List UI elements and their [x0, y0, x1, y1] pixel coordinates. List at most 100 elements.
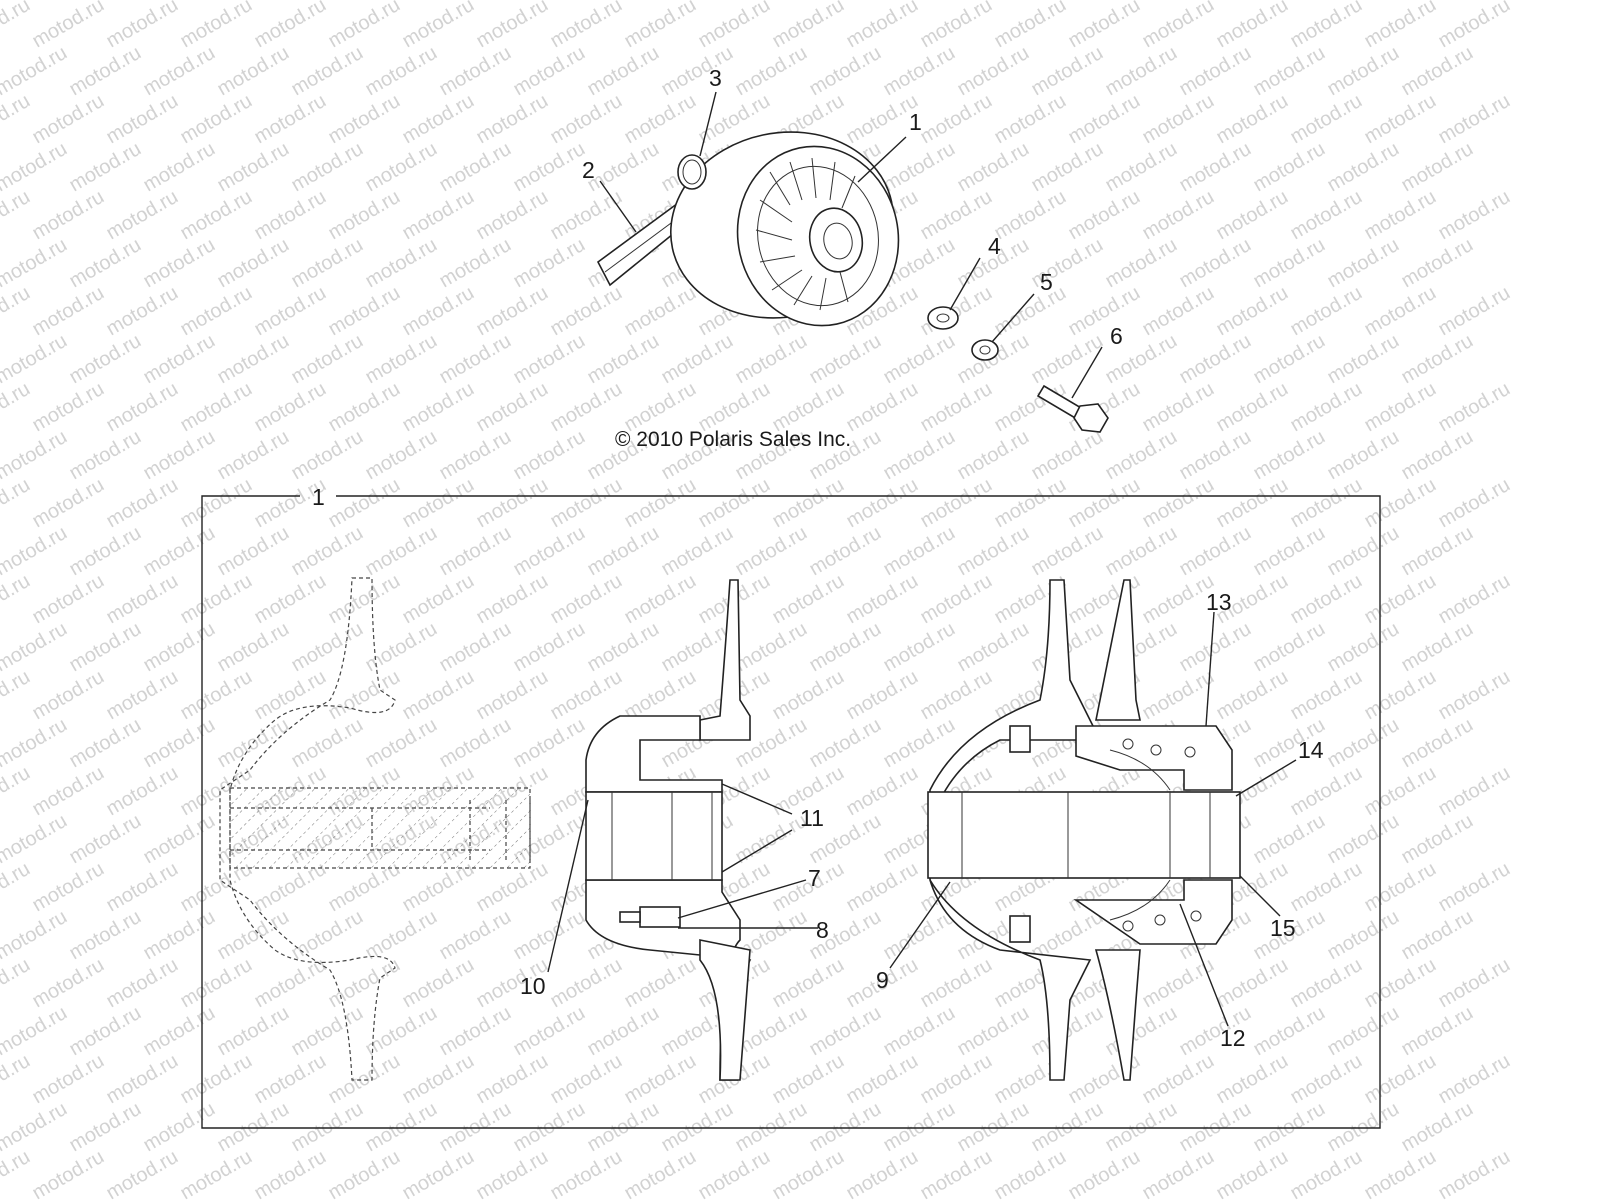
- watermark-text: motod.ru: [177, 378, 256, 437]
- callout-2: 2: [582, 157, 595, 183]
- watermark-text: motod.ru: [436, 1098, 515, 1157]
- watermark-text: motod.ru: [1250, 42, 1329, 101]
- watermark-text: motod.ru: [1435, 90, 1514, 149]
- watermark-text: motod.ru: [288, 138, 367, 197]
- watermark-text: motod.ru: [1361, 570, 1440, 629]
- watermark-text: motod.ru: [1065, 474, 1144, 533]
- watermark-text: motod.ru: [806, 522, 885, 581]
- watermark-text: motod.ru: [1435, 474, 1514, 533]
- watermark-text: motod.ru: [547, 666, 626, 725]
- watermark-text: motod.ru: [769, 1146, 848, 1200]
- watermark-text: motod.ru: [140, 1098, 219, 1157]
- watermark-text: motod.ru: [806, 1002, 885, 1061]
- watermark-text: motod.ru: [806, 1098, 885, 1157]
- watermark-text: motod.ru: [288, 0, 367, 4]
- watermark-text: motod.ru: [1435, 0, 1514, 52]
- watermark-text: motod.ru: [288, 1098, 367, 1157]
- callout-13: 13: [1206, 589, 1232, 615]
- watermark-text: motod.ru: [473, 0, 552, 52]
- watermark-text: motod.ru: [1435, 378, 1514, 437]
- watermark-text: motod.ru: [325, 1050, 404, 1109]
- callout-5: 5: [1040, 269, 1053, 295]
- watermark-text: motod.ru: [362, 1098, 441, 1157]
- watermark-text: motod.ru: [917, 186, 996, 245]
- watermark-text: motod.ru: [917, 90, 996, 149]
- clutch-assembly: 3 2 1 4 5 6: [582, 65, 1123, 433]
- watermark-text: motod.ru: [584, 1098, 663, 1157]
- watermark-text: motod.ru: [1361, 666, 1440, 725]
- watermark-text: motod.ru: [917, 1146, 996, 1200]
- watermark-text: motod.ru: [29, 474, 108, 533]
- watermark-text: motod.ru: [1324, 906, 1403, 965]
- watermark-text: motod.ru: [1361, 378, 1440, 437]
- watermark-text: motod.ru: [140, 0, 219, 4]
- watermark-text: motod.ru: [399, 666, 478, 725]
- watermark-text: motod.ru: [991, 1146, 1070, 1200]
- watermark-text: motod.ru: [399, 1146, 478, 1200]
- watermark-text: motod.ru: [1324, 1098, 1403, 1157]
- watermark-text: motod.ru: [1287, 474, 1366, 533]
- watermark-text: motod.ru: [991, 0, 1070, 52]
- watermark-text: motod.ru: [1176, 0, 1255, 4]
- watermark-text: motod.ru: [0, 42, 71, 101]
- watermark-text: motod.ru: [917, 666, 996, 725]
- watermark-text: motod.ru: [473, 474, 552, 533]
- watermark-text: motod.ru: [695, 0, 774, 52]
- watermark-text: motod.ru: [843, 666, 922, 725]
- watermark-text: motod.ru: [251, 666, 330, 725]
- watermark-text: motod.ru: [621, 1146, 700, 1200]
- watermark-text: motod.ru: [1139, 954, 1218, 1013]
- watermark-text: motod.ru: [880, 1002, 959, 1061]
- leader-lines-middle: [547, 783, 818, 973]
- watermark-text: motod.ru: [177, 474, 256, 533]
- watermark-text: motod.ru: [66, 810, 145, 869]
- watermark-text: motod.ru: [362, 42, 441, 101]
- assembled-clutch-section: 13 14 15 12 9: [876, 579, 1324, 1081]
- watermark-text: motod.ru: [1398, 330, 1477, 389]
- watermark-text: motod.ru: [769, 570, 848, 629]
- callout-10: 10: [520, 973, 546, 999]
- watermark-text: motod.ru: [66, 1098, 145, 1157]
- watermark-text: motod.ru: [1398, 1002, 1477, 1061]
- watermark-text: motod.ru: [251, 1146, 330, 1200]
- watermark-text: motod.ru: [66, 234, 145, 293]
- watermark-text: motod.ru: [1139, 186, 1218, 245]
- watermark-text: motod.ru: [1287, 762, 1366, 821]
- watermark-text: motod.ru: [1028, 426, 1107, 485]
- bolt: [1036, 384, 1109, 433]
- watermark-text: motod.ru: [1324, 330, 1403, 389]
- watermark-text: motod.ru: [1287, 858, 1366, 917]
- watermark-text: motod.ru: [103, 1050, 182, 1109]
- watermark-text: motod.ru: [806, 714, 885, 773]
- watermark-text: motod.ru: [436, 906, 515, 965]
- watermark-text: motod.ru: [66, 906, 145, 965]
- watermark-text: motod.ru: [473, 1050, 552, 1109]
- watermark-text: motod.ru: [621, 954, 700, 1013]
- watermark-text: motod.ru: [1028, 42, 1107, 101]
- watermark-text: motod.ru: [214, 1098, 293, 1157]
- watermark-text: motod.ru: [1065, 1146, 1144, 1200]
- watermark-text: motod.ru: [140, 330, 219, 389]
- watermark-text: motod.ru: [214, 234, 293, 293]
- watermark-text: motod.ru: [547, 1050, 626, 1109]
- watermark-text: motod.ru: [66, 138, 145, 197]
- callout-11: 11: [800, 805, 824, 831]
- watermark-text: motod.ru: [547, 570, 626, 629]
- watermark-text: motod.ru: [399, 282, 478, 341]
- watermark-text: motod.ru: [0, 714, 71, 773]
- watermark-text: motod.ru: [1176, 1098, 1255, 1157]
- watermark-text: motod.ru: [991, 474, 1070, 533]
- watermark-text: motod.ru: [1028, 138, 1107, 197]
- watermark-text: motod.ru: [1287, 186, 1366, 245]
- watermark-text: motod.ru: [1250, 138, 1329, 197]
- watermark-text: motod.ru: [510, 1098, 589, 1157]
- watermark-text: motod.ru: [251, 378, 330, 437]
- watermark-text: motod.ru: [66, 618, 145, 677]
- watermark-text: motod.ru: [362, 426, 441, 485]
- watermark-text: motod.ru: [140, 234, 219, 293]
- callout-6: 6: [1110, 323, 1123, 349]
- watermark-text: motod.ru: [584, 42, 663, 101]
- moveable-sheave-section: 10 11 7 8: [520, 579, 829, 1081]
- watermark-text: motod.ru: [1287, 1050, 1366, 1109]
- watermark-text: motod.ru: [917, 474, 996, 533]
